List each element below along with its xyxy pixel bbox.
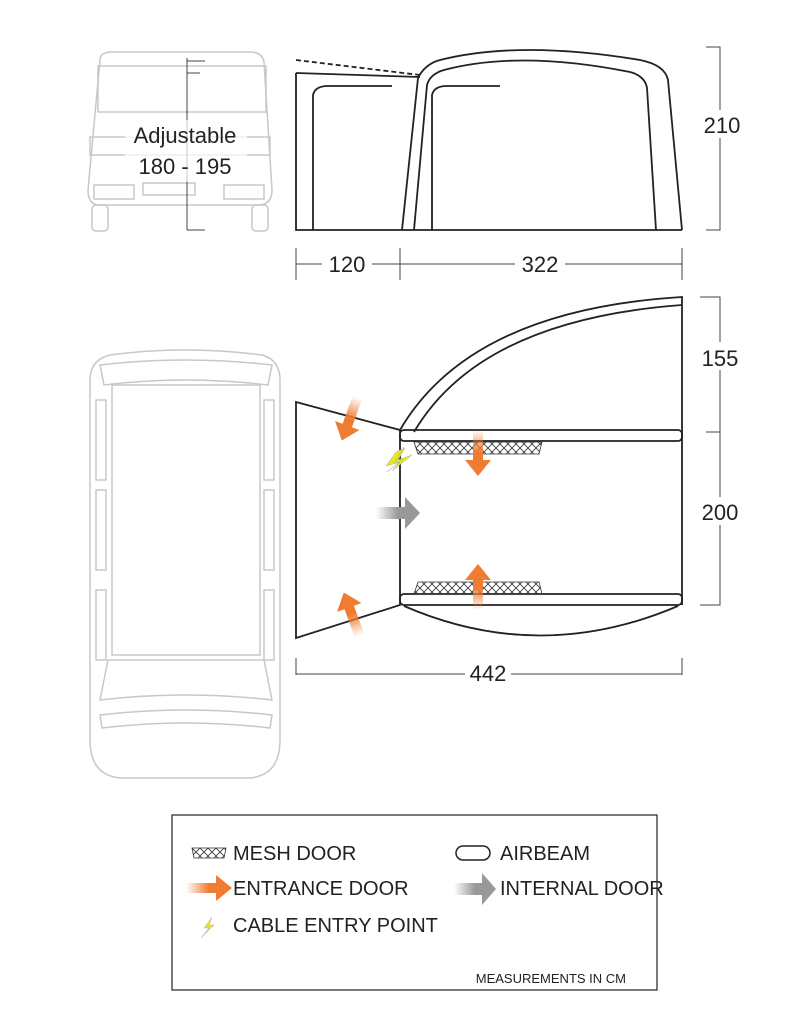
dim-total-width: 442 xyxy=(470,661,507,686)
awning-floor-plan xyxy=(295,296,683,640)
dim-height: 210 xyxy=(704,113,741,138)
legend-entrance-door: ENTRANCE DOOR xyxy=(233,878,409,900)
van-top-view xyxy=(89,349,281,779)
airbeam-icon xyxy=(455,845,491,861)
internal-door-arrow-icon xyxy=(376,497,420,529)
adjustable-range: 180 - 195 xyxy=(139,154,232,179)
cable-entry-legend-icon xyxy=(200,916,215,939)
legend-internal-door: INTERNAL DOOR xyxy=(500,878,664,900)
dim-depth-rear: 200 xyxy=(702,500,739,525)
internal-door-icon xyxy=(454,873,496,905)
dim-main-width: 322 xyxy=(522,252,559,277)
cable-entry-icon xyxy=(385,446,413,473)
legend: MESH DOOR AIRBEAM ENTRANCE DOOR INTERNAL… xyxy=(171,814,664,991)
legend-cable-entry: CABLE ENTRY POINT xyxy=(233,915,438,937)
dim-annex-width: 120 xyxy=(329,252,366,277)
legend-mesh-door: MESH DOOR xyxy=(233,843,356,865)
legend-airbeam: AIRBEAM xyxy=(500,843,590,865)
entrance-arrow-icon xyxy=(329,392,370,445)
awning-side-elevation xyxy=(295,49,683,231)
airbeam-bottom xyxy=(399,593,683,606)
units-note: MEASUREMENTS IN CM xyxy=(476,971,626,986)
airbeam-top xyxy=(399,429,683,442)
entrance-arrow-icon xyxy=(331,588,372,641)
mesh-door-icon xyxy=(191,847,227,859)
dim-depth-front: 155 xyxy=(702,346,739,371)
adjustable-label: Adjustable xyxy=(134,123,237,148)
